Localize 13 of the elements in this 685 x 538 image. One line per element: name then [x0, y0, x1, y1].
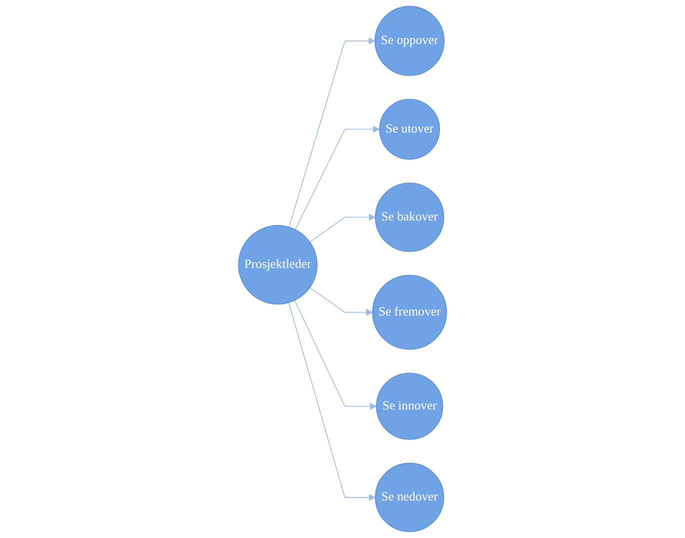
node-circle: Se utover — [379, 98, 440, 160]
arrow — [288, 37, 376, 228]
node-circle: Se fremover — [372, 274, 447, 350]
arrow — [309, 214, 376, 242]
node-circle: Se nedover — [374, 462, 444, 532]
arrow — [294, 300, 377, 410]
node-circle: Se bakover — [374, 182, 444, 252]
node-circle: Prosjektleder — [238, 225, 318, 305]
arrow — [288, 302, 376, 501]
arrow — [309, 287, 373, 316]
node-circle: Se innover — [376, 372, 444, 440]
node-circle: Se oppover — [374, 6, 445, 76]
arrow — [294, 126, 380, 230]
